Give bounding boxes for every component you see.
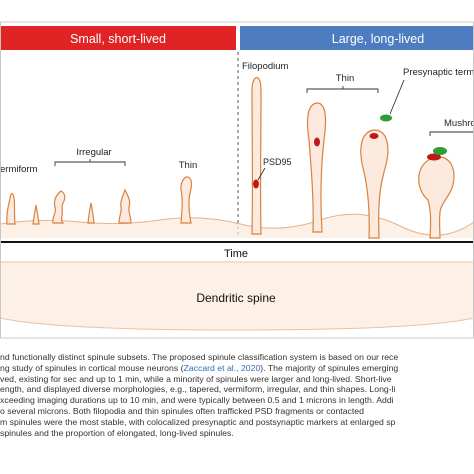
figure-caption: nd functionally distinct spinule subsets…	[0, 352, 474, 438]
caption-line-8: spinules and the proportion of elongated…	[0, 427, 234, 438]
header-right-label: Large, long-lived	[332, 32, 424, 46]
dendritic-spine-label: Dendritic spine	[196, 291, 276, 305]
dendrite-surface-edge	[0, 213, 474, 236]
caption-line-4: ength, and displayed diverse morphologie…	[0, 384, 396, 395]
caption-line-1: nd functionally distinct spinule subsets…	[0, 352, 399, 362]
caption-line-3: ved, existing for sec and up to 1 min, w…	[0, 373, 392, 384]
dendrite-surface	[0, 214, 474, 238]
psd-marker-thin-2	[369, 133, 379, 139]
header-left-label: Small, short-lived	[70, 32, 166, 46]
time-axis-label: Time	[224, 248, 248, 260]
label-thin-small: Thin	[179, 160, 197, 171]
label-mushroom: Mushro	[444, 118, 474, 129]
label-irregular: Irregular	[76, 147, 111, 158]
presynaptic-terminal-1	[380, 114, 392, 122]
spinule-mushroom	[418, 156, 455, 239]
header-left-bar	[0, 26, 236, 50]
caption-line-6: o several microns. Both filopodia and th…	[0, 405, 364, 416]
spinule-irregular-1	[52, 190, 66, 224]
caption-line-5: xceeding imaging durations up to 10 min,…	[0, 395, 394, 406]
caption-line-2-text: ng study of spinules in cortical mouse n…	[0, 362, 184, 373]
caption-line-7: m spinules were the most stable, with co…	[0, 416, 396, 427]
psd95-marker-filopodium	[253, 179, 259, 189]
citation-link[interactable]: Zaccard et al., 2020	[183, 362, 261, 373]
spinule-thin-large-1	[306, 102, 327, 233]
spinule-filopodium	[251, 76, 262, 235]
label-presynaptic-terminal: Presynaptic term	[403, 67, 474, 78]
caption-line-2: ng study of spinules in cortical mouse n…	[0, 363, 474, 374]
header-right-bar	[240, 26, 474, 50]
thin-bracket	[306, 86, 379, 93]
figure-panel-background	[0, 52, 474, 238]
spinule-irregular-3	[118, 188, 132, 224]
label-filopodium: Filopodium	[242, 61, 289, 72]
label-vermiform: ermiform	[0, 164, 38, 175]
presynaptic-terminal-2	[433, 147, 447, 155]
psd95-pointer	[257, 167, 266, 181]
dendritic-spine-shape	[0, 261, 474, 331]
label-psd95: PSD95	[263, 157, 292, 167]
caption-line-2-rest: ). The majority of spinules emerging	[260, 362, 399, 373]
spinule-vermiform	[6, 192, 16, 225]
psd-marker-mushroom	[427, 153, 441, 161]
spinule-tapered	[32, 204, 40, 225]
presynaptic-pointer	[389, 79, 405, 115]
irregular-bracket	[54, 159, 126, 166]
mushroom-bracket	[429, 131, 474, 136]
psd-marker-thin-1	[314, 137, 320, 147]
spinule-thin-large-2	[360, 129, 389, 239]
spinule-thin-small	[180, 176, 193, 224]
spinule-irregular-2	[87, 202, 95, 224]
label-thin-large: Thin	[336, 73, 354, 84]
